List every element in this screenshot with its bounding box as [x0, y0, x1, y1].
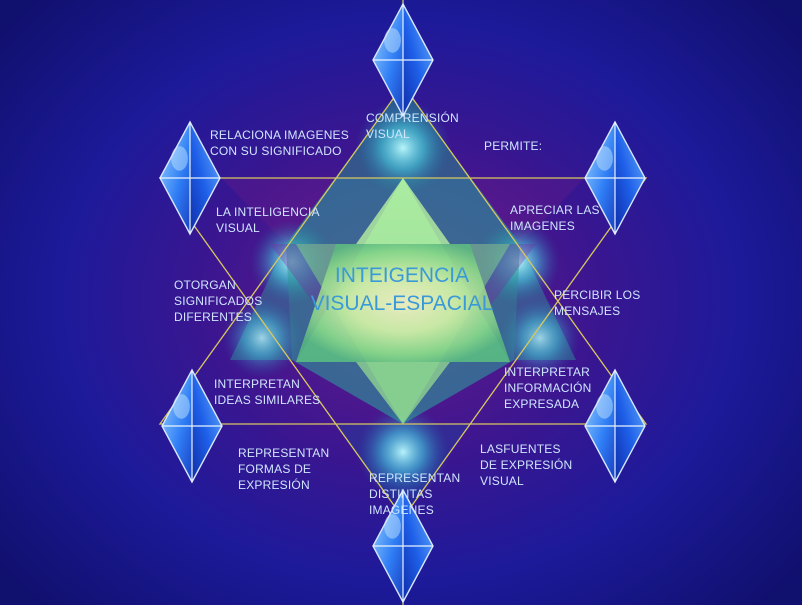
center-bottom-tri: [356, 362, 450, 424]
label-percibir-mensajes: PERCIBIR LOS MENSAJES: [554, 288, 641, 318]
crystal-upper-left: [159, 120, 221, 236]
crystal-top: [372, 2, 434, 118]
label-lasfuentes: LASFUENTES DE EXPRESIÓN VISUAL: [480, 442, 573, 488]
center-title: INTEIGENCIA VISUAL-ESPACIAL: [310, 264, 494, 315]
star-point-upper-right: [471, 178, 585, 244]
inner-star: [270, 178, 536, 424]
label-relaciona-imagenes: RELACIONA IMAGENES CON SU SIGNIFICADO: [210, 128, 349, 158]
label-otorgan-significados: OTORGAN SIGNIFICADOS DIFERENTES: [174, 278, 263, 324]
label-apreciar-imagenes: APRECIAR LAS IMAGENES: [510, 203, 600, 233]
label-representan-distintas: REPRESENTAN DISTINTAS IMAGENES: [369, 471, 461, 517]
label-interpretan-ideas: INTERPRETAN IDEAS SIMILARES: [214, 377, 321, 407]
crystal-lower-right: [584, 368, 646, 484]
label-representan-formas: REPRESENTAN FORMAS DE EXPRESIÓN: [238, 446, 330, 492]
star-point-upper-left: [221, 178, 335, 244]
crystal-gems: [159, 2, 646, 604]
label-inteligencia-visual: LA INTELIGENCIA VISUAL: [216, 205, 320, 235]
label-comprension-visual: COMPRENSIÓN VISUAL: [366, 111, 459, 141]
crystal-lower-left: [161, 368, 223, 484]
crystal-bottom: [372, 488, 434, 604]
center-core: [296, 244, 510, 362]
label-interpretar-informacion: INTERPRETAR INFORMACIÓN EXPRESADA: [504, 365, 592, 411]
center-top-tri: [356, 178, 450, 244]
crystal-upper-right: [584, 120, 646, 236]
label-permite: PERMITE:: [484, 139, 543, 153]
